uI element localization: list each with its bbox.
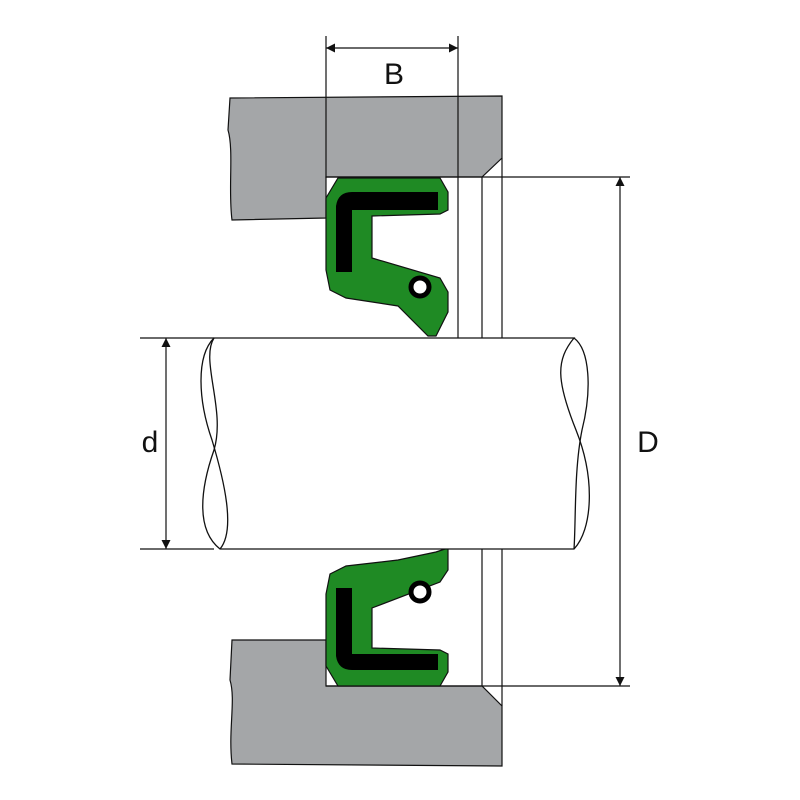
label-D-large: D: [637, 426, 659, 459]
shaft-end-right: [573, 337, 589, 550]
shaft: [200, 337, 590, 550]
dimension-d: [140, 337, 214, 550]
metal-insert-upper: [336, 192, 438, 272]
shaft-body: [202, 337, 590, 550]
label-d-small: d: [142, 426, 159, 459]
dimension-b: [325, 36, 459, 338]
garter-spring-lower: [408, 580, 432, 604]
dimension-D: [482, 176, 630, 687]
housing-lower: [229, 639, 503, 767]
label-b: B: [384, 58, 404, 91]
seal-upper: [325, 177, 449, 337]
metal-insert-lower: [336, 588, 438, 670]
shaft-end-left: [200, 337, 229, 550]
garter-spring-upper: [408, 275, 432, 299]
seal-lower: [325, 547, 449, 687]
